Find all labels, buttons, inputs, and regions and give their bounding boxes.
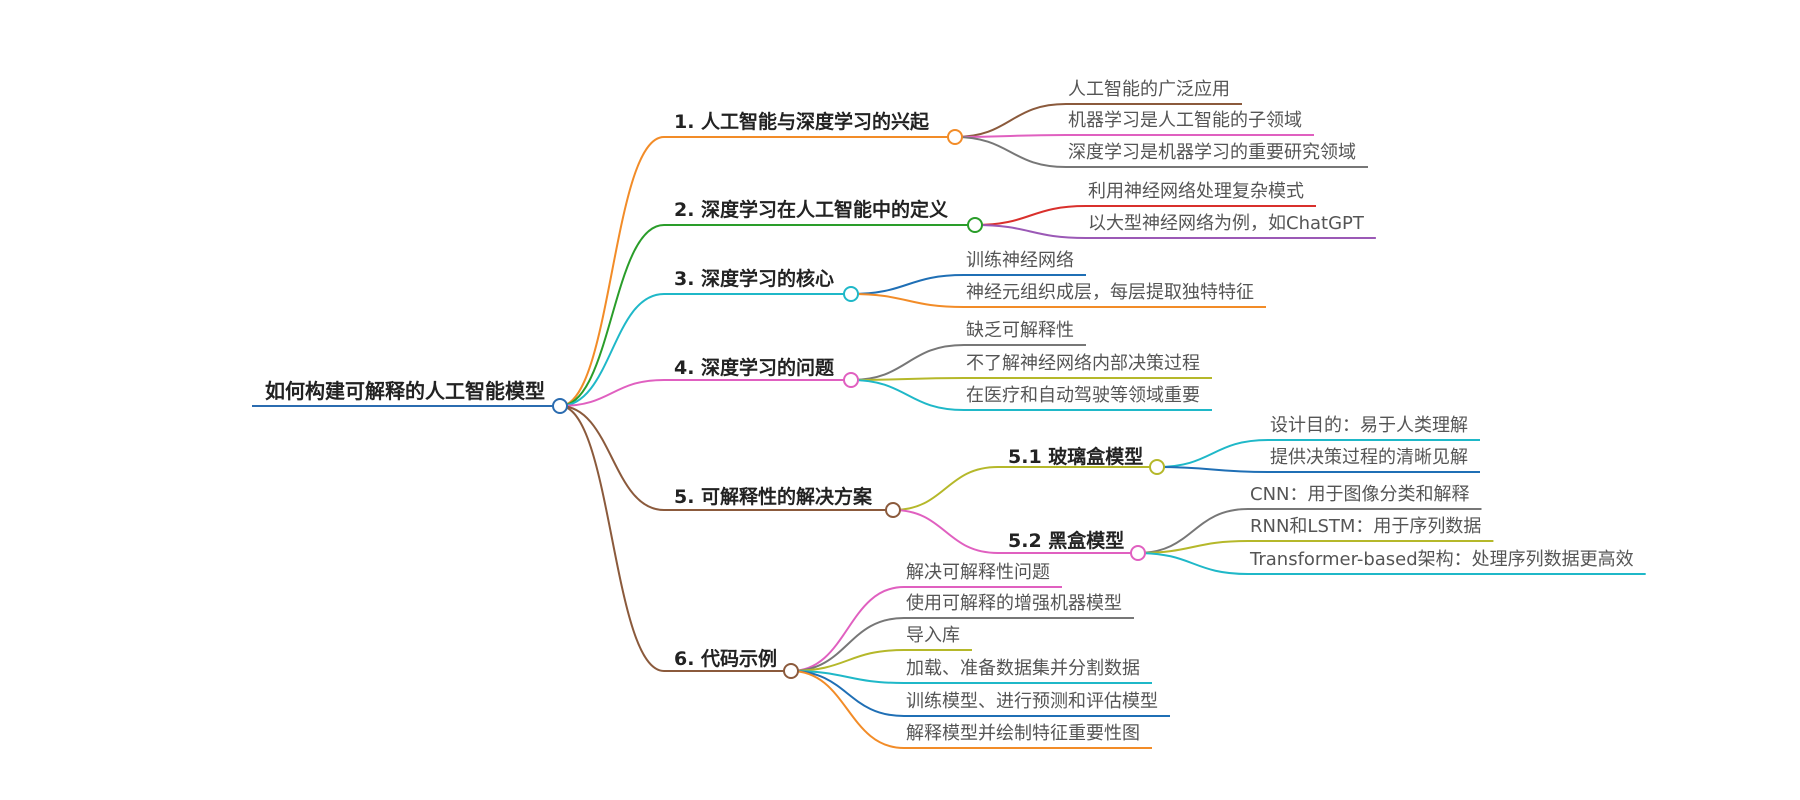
edge-sub-0-leaf-1 bbox=[1156, 466, 1269, 473]
leaf-b1-2[interactable]: 深度学习是机器学习的重要研究领域 bbox=[1068, 142, 1356, 163]
branch-b6-node[interactable] bbox=[783, 663, 799, 679]
branch-b3-label[interactable]: 3. 深度学习的核心 bbox=[674, 267, 834, 290]
leaf-b6-5[interactable]: 解释模型并绘制特征重要性图 bbox=[906, 723, 1140, 744]
branch-b5-label[interactable]: 5. 可解释性的解决方案 bbox=[674, 485, 873, 508]
label-layer: 如何构建可解释的人工智能模型 1. 人工智能与深度学习的兴起 人工智能的广泛应用机… bbox=[265, 79, 1634, 744]
edge-sub-1-leaf-1 bbox=[1137, 540, 1249, 554]
branch-b4-label[interactable]: 4. 深度学习的问题 bbox=[674, 356, 834, 379]
leaf-b4-1[interactable]: 不了解神经网络内部决策过程 bbox=[966, 353, 1200, 374]
branch-b5-node[interactable] bbox=[885, 502, 901, 518]
edge-root-b4 bbox=[559, 379, 665, 407]
branch-b1-label[interactable]: 1. 人工智能与深度学习的兴起 bbox=[674, 110, 930, 133]
underline-layer bbox=[252, 103, 1646, 749]
leaf-b4-0[interactable]: 缺乏可解释性 bbox=[966, 320, 1074, 341]
leaf-b6-1[interactable]: 使用可解释的增强机器模型 bbox=[906, 593, 1122, 614]
leaf-b1-1[interactable]: 机器学习是人工智能的子领域 bbox=[1068, 110, 1302, 131]
leaf-b6-3[interactable]: 加载、准备数据集并分割数据 bbox=[906, 658, 1140, 679]
leaf-b2-0[interactable]: 利用神经网络处理复杂模式 bbox=[1088, 181, 1304, 202]
sub-1-leaf-2[interactable]: Transformer-based架构：处理序列数据更高效 bbox=[1249, 549, 1634, 570]
leaf-b6-4[interactable]: 训练模型、进行预测和评估模型 bbox=[906, 691, 1158, 712]
edge-b6-leaf-2 bbox=[790, 649, 905, 672]
edge-b6-leaf-1 bbox=[790, 617, 905, 672]
edge-b1-leaf-2 bbox=[954, 136, 1067, 168]
branch-b2-label[interactable]: 2. 深度学习在人工智能中的定义 bbox=[674, 198, 948, 221]
edge-b1-leaf-0 bbox=[954, 103, 1067, 138]
sub-b5-1-label[interactable]: 5.2 黑盒模型 bbox=[1008, 529, 1124, 552]
edge-b3-leaf-0 bbox=[850, 274, 965, 295]
leaf-b3-0[interactable]: 训练神经网络 bbox=[966, 250, 1074, 271]
leaf-b2-1[interactable]: 以大型神经网络为例，如ChatGPT bbox=[1088, 213, 1365, 234]
sub-1-leaf-1[interactable]: RNN和LSTM：用于序列数据 bbox=[1250, 516, 1481, 537]
node-layer bbox=[552, 129, 1165, 679]
edge-b6-leaf-5 bbox=[790, 670, 905, 749]
edge-root-b6 bbox=[559, 405, 665, 672]
sub-1-leaf-0[interactable]: CNN：用于图像分类和解释 bbox=[1250, 484, 1470, 505]
connector-layer bbox=[559, 103, 1269, 749]
sub-0-leaf-0[interactable]: 设计目的：易于人类理解 bbox=[1270, 415, 1468, 436]
branch-b1-node[interactable] bbox=[947, 129, 963, 145]
branch-b6-label[interactable]: 6. 代码示例 bbox=[674, 647, 777, 670]
leaf-b1-0[interactable]: 人工智能的广泛应用 bbox=[1068, 79, 1230, 100]
sub-0-leaf-1[interactable]: 提供决策过程的清晰见解 bbox=[1270, 447, 1468, 468]
edge-b4-leaf-0 bbox=[850, 344, 965, 381]
edge-sub-0-leaf-0 bbox=[1156, 439, 1269, 468]
branch-b2-node[interactable] bbox=[967, 217, 983, 233]
edge-b6-leaf-3 bbox=[790, 670, 905, 684]
edge-sub-1-leaf-2 bbox=[1137, 552, 1249, 575]
edge-root-b5 bbox=[559, 405, 665, 511]
edge-b4-leaf-1 bbox=[850, 377, 965, 381]
edge-root-b1 bbox=[559, 136, 665, 407]
branch-b4-node[interactable] bbox=[843, 372, 859, 388]
sub-b5-1-node[interactable] bbox=[1130, 545, 1146, 561]
leaf-b3-1[interactable]: 神经元组织成层，每层提取独特特征 bbox=[966, 282, 1254, 303]
edge-root-b2 bbox=[559, 224, 665, 407]
sub-b5-0-node[interactable] bbox=[1149, 459, 1165, 475]
leaf-b4-2[interactable]: 在医疗和自动驾驶等领域重要 bbox=[966, 385, 1200, 406]
edge-sub-1-leaf-0 bbox=[1137, 508, 1249, 554]
sub-b5-0-label[interactable]: 5.1 玻璃盒模型 bbox=[1008, 445, 1143, 468]
edge-b5-sub-1 bbox=[892, 509, 999, 554]
edge-root-b3 bbox=[559, 293, 665, 407]
edge-b3-leaf-1 bbox=[850, 293, 965, 308]
leaf-b6-0[interactable]: 解决可解释性问题 bbox=[906, 562, 1050, 583]
edge-b1-leaf-1 bbox=[954, 134, 1067, 138]
branch-b3-node[interactable] bbox=[843, 286, 859, 302]
root-topic-label[interactable]: 如何构建可解释的人工智能模型 bbox=[265, 379, 545, 403]
edge-b5-sub-0 bbox=[892, 466, 999, 511]
edge-b6-leaf-0 bbox=[790, 586, 905, 672]
edge-b4-leaf-2 bbox=[850, 379, 965, 411]
leaf-b6-2[interactable]: 导入库 bbox=[906, 625, 960, 646]
edge-b2-leaf-0 bbox=[974, 205, 1087, 226]
edge-b2-leaf-1 bbox=[974, 224, 1087, 239]
root-node[interactable] bbox=[552, 398, 568, 414]
